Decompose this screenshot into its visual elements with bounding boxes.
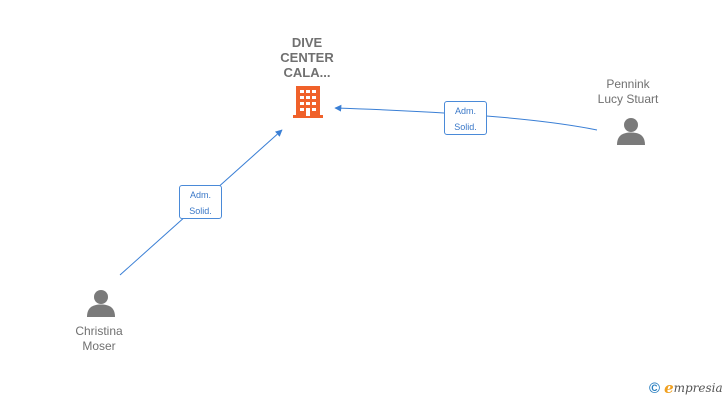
company-name[interactable]: DIVE CENTER CALA...	[264, 35, 350, 80]
brand-logo: © e mpresia	[649, 379, 723, 397]
edge-label-line: Solid.	[454, 122, 477, 132]
edge-label-line: Adm.	[189, 190, 211, 200]
company-name-line: DIVE	[291, 35, 323, 50]
building-icon[interactable]	[293, 86, 323, 118]
edge-label-line: Adm.	[454, 106, 476, 116]
brand-name: mpresia	[673, 381, 723, 395]
copyright-symbol: ©	[649, 379, 661, 397]
person-icon[interactable]	[87, 290, 115, 317]
logo-letter: e	[664, 379, 674, 397]
edge-label-christina[interactable]: Adm. Solid.	[179, 185, 222, 219]
person-name-line: Lucy Stuart	[597, 92, 659, 106]
person-name-line: Christina	[75, 324, 123, 338]
edge-label-line: Solid.	[189, 206, 212, 216]
edge-label-pennink[interactable]: Adm. Solid.	[444, 101, 487, 135]
edge-pennink-to-company	[334, 104, 598, 131]
person-name-pennink[interactable]: Pennink Lucy Stuart	[580, 77, 676, 107]
company-name-line: CENTER	[280, 50, 334, 65]
company-name-line: CALA...	[283, 65, 331, 80]
person-name-christina[interactable]: Christina Moser	[56, 324, 142, 354]
person-name-line: Moser	[82, 339, 116, 353]
person-name-line: Pennink	[606, 77, 650, 91]
person-icon[interactable]	[617, 118, 645, 145]
